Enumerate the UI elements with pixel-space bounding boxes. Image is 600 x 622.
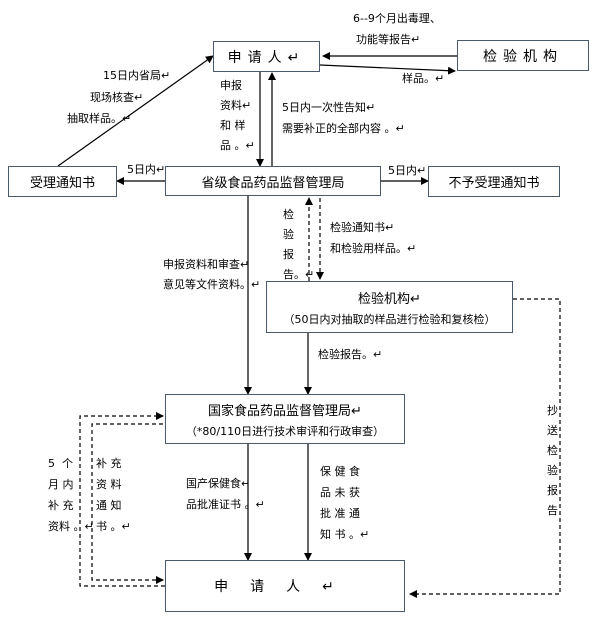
label-6-9-months: 6--9个月出毒理、 xyxy=(353,12,441,25)
label-submit-materials: 申报 资料↵ 和 样 品 。↵ xyxy=(220,79,255,152)
arrow-supplement-notice xyxy=(91,423,164,584)
label-supplement-notice-vertical: 补 充 资 料 通 知 书 。↵ xyxy=(96,457,131,533)
label-review-materials: 申报资料和审查↵ xyxy=(163,258,250,271)
rejection-notice-label: 不予受理通知书 xyxy=(448,176,540,191)
arrow-applicant-to-agency xyxy=(319,64,456,75)
applicant-box-top: 申请人↵ xyxy=(213,41,320,72)
label-5-days-right: 5日内↵ xyxy=(388,164,427,177)
applicant-top-label: 申请人↵ xyxy=(227,49,306,66)
applicant-bottom-label: 申请人↵ xyxy=(214,579,356,595)
label-5-days-left: 5日内↵ xyxy=(127,163,166,176)
label-sampling: 抽取样品。↵ xyxy=(67,112,132,125)
label-domestic-health-food: 国产保健食↵ 品批准证书 。↵ xyxy=(186,477,265,511)
label-testing-report-vertical: 检 验 报 告。↵ xyxy=(283,208,315,281)
label-function-report: 功能等报告↵ xyxy=(356,33,421,46)
provincial-bureau-box: 省级食品药品监督管理局 xyxy=(165,166,381,196)
testing-agency-top-label: 检验机构 xyxy=(483,48,563,65)
arrow-copy-report xyxy=(409,298,561,598)
arrow-supplement-5-month xyxy=(79,412,165,587)
testing-agency-box-middle: 检验机构↵ （50日内对抽取的样品进行检验和复核检） xyxy=(266,281,513,333)
arrow-acceptance-to-applicant xyxy=(57,55,214,167)
label-testing-samples: 和检验用样品。↵ xyxy=(330,242,417,255)
applicant-box-bottom: 申请人↵ xyxy=(165,560,405,612)
label-review-opinions: 意见等文件资料。↵ xyxy=(163,278,261,291)
label-testing-report: 检验报告。↵ xyxy=(318,348,383,361)
acceptance-notice-box: 受理通知书 xyxy=(8,166,117,197)
label-15-days: 15日内省局↵ xyxy=(103,69,171,82)
national-bureau-box: 国家食品药品监督管理局↵ （*80/110日进行技术审评和行政审查） xyxy=(165,394,405,444)
national-bureau-subtitle: （*80/110日进行技术审评和行政审查） xyxy=(185,424,385,438)
rejection-notice-box: 不予受理通知书 xyxy=(428,166,560,197)
label-health-food-not-approved: 保 健 食 品 未 获 批 准 通 知 书 。↵ xyxy=(320,465,370,541)
testing-agency-middle-subtitle: （50日内对抽取的样品进行检验和复核检） xyxy=(283,312,496,326)
acceptance-notice-label: 受理通知书 xyxy=(29,176,95,191)
label-5-months-supplement: 5 个 月 内 补 充 资料 。↵ xyxy=(48,457,94,533)
label-copy-report-vertical: 抄 送 检 验 报 告 xyxy=(547,404,558,517)
national-bureau-title: 国家食品药品监督管理局↵ xyxy=(208,403,362,419)
label-5-days-notice: 5日内一次性告知↵ xyxy=(282,101,376,114)
label-onsite-check: 现场核查↵ xyxy=(90,91,144,104)
label-samples: 样品。↵ xyxy=(402,72,445,85)
label-testing-notice: 检验通知书↵ xyxy=(330,221,395,234)
testing-agency-box-top: 检验机构 xyxy=(457,40,589,71)
provincial-bureau-label: 省级食品药品监督管理局 xyxy=(201,175,345,191)
testing-agency-middle-title: 检验机构↵ xyxy=(358,291,421,307)
label-supplement-content: 需要补正的全部内容 。↵ xyxy=(282,122,405,135)
